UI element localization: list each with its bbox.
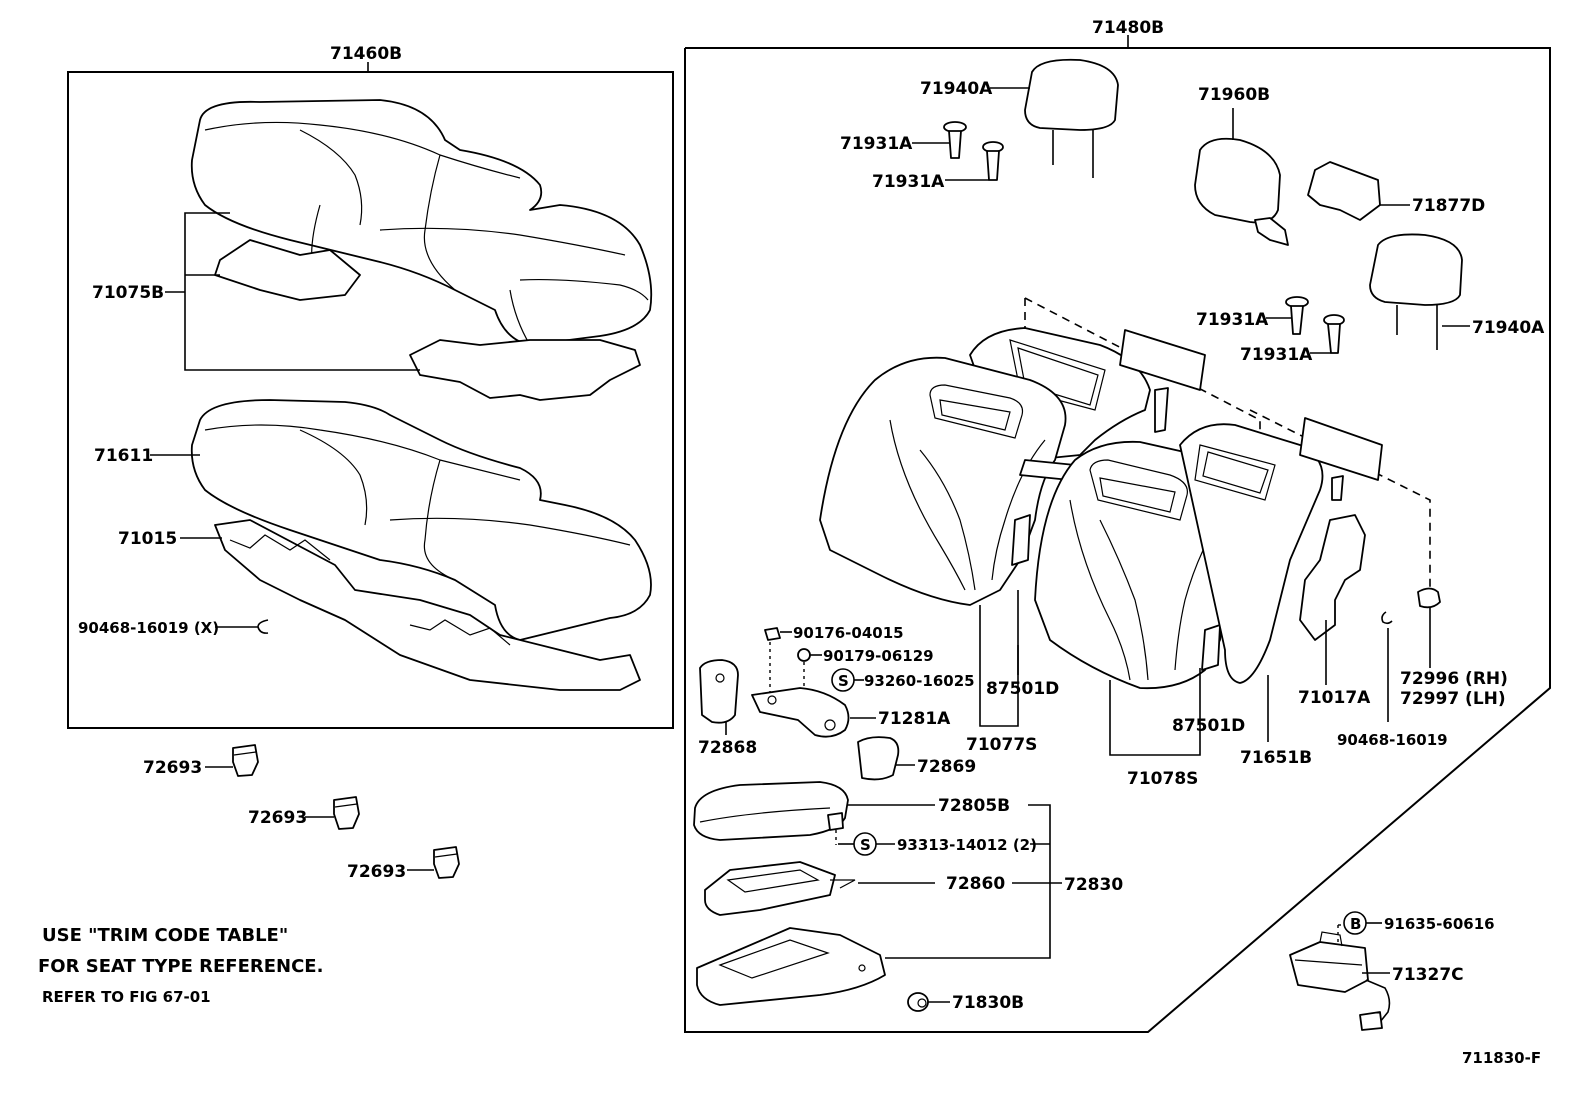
label-91635-60616: 91635-60616 [1384, 915, 1495, 933]
label-71940A-right: 71940A [1472, 318, 1545, 338]
note-line-2: FOR SEAT TYPE REFERENCE. [38, 956, 323, 977]
label-87501D-2: 87501D [1172, 716, 1245, 736]
armrest-base-72830 [696, 927, 886, 1006]
cushion-assembly-frame [67, 71, 674, 729]
label-90468-16019x: 90468-16019 (X) [78, 619, 219, 637]
label-71015: 71015 [118, 529, 177, 549]
label-72996: 72996 (RH) [1400, 669, 1508, 689]
label-72693-1: 72693 [143, 758, 202, 778]
seat-cushion-cover-drawing [190, 99, 653, 401]
label-72830: 72830 [1064, 875, 1123, 895]
circle-s-93313-text: S [860, 836, 871, 854]
cover-72868 [699, 659, 739, 724]
label-71611: 71611 [94, 446, 153, 466]
module-71327C [1289, 931, 1391, 1031]
label-71077S: 71077S [966, 735, 1037, 755]
label-93313-14012: 93313-14012 (2) [897, 836, 1037, 854]
label-72805B: 72805B [938, 796, 1010, 816]
note-line-3: REFER TO FIG 67-01 [42, 988, 211, 1006]
clip-72693-2 [333, 796, 360, 830]
guide-71931A-1 [943, 121, 967, 159]
guide-71931A-3 [1285, 296, 1309, 335]
label-71075B: 71075B [92, 283, 164, 303]
label-71327C: 71327C [1392, 965, 1464, 985]
label-71931A-3: 71931A [1196, 310, 1269, 330]
label-71931A-4: 71931A [1240, 345, 1313, 365]
label-71281A: 71281A [878, 709, 951, 729]
bracket-72830 [885, 804, 1051, 959]
seatback-drawing [819, 297, 1441, 690]
label-71940A-top: 71940A [920, 79, 993, 99]
cover-72869 [857, 736, 900, 781]
label-72860: 72860 [946, 874, 1005, 894]
circle-s-93260-text: S [838, 672, 849, 690]
seat-cushion-pad-drawing [190, 399, 652, 691]
clip-90468-16019x [257, 619, 269, 634]
note-line-1: USE "TRIM CODE TABLE" [42, 925, 288, 946]
leader-71077S [979, 590, 1019, 727]
label-72869: 72869 [917, 757, 976, 777]
clip-72693-3 [433, 846, 460, 879]
armrest-box-72860 [704, 861, 856, 916]
label-72997: 72997 (LH) [1400, 689, 1506, 709]
label-71017A: 71017A [1298, 688, 1371, 708]
armrest-lid-72805B [693, 781, 849, 841]
label-71931A-1: 71931A [840, 134, 913, 154]
label-90179-06129: 90179-06129 [823, 647, 934, 665]
clip-90468-16019 [1381, 611, 1393, 625]
seatback-assembly-frame [684, 47, 1551, 1033]
label-71651B: 71651B [1240, 748, 1312, 768]
bolt-90176-04015 [764, 627, 781, 641]
label-71877D: 71877D [1412, 196, 1485, 216]
label-72693-3: 72693 [347, 862, 406, 882]
label-90468-16019: 90468-16019 [1337, 731, 1448, 749]
label-72868: 72868 [698, 738, 757, 758]
label-71830B: 71830B [952, 993, 1024, 1013]
trim-71877D [1307, 161, 1381, 221]
clip-72693-1 [232, 744, 259, 777]
circle-b-91635-text: B [1350, 915, 1361, 933]
label-71931A-2: 71931A [872, 172, 945, 192]
hinge-71281A [751, 687, 850, 738]
label-93260-16025: 93260-16025 [864, 672, 975, 690]
leader-71078S [1109, 668, 1201, 756]
label-90176-04015: 90176-04015 [793, 624, 904, 642]
guide-71931A-4 [1323, 314, 1345, 354]
button-71830B [907, 992, 929, 1012]
label-87501D-1: 87501D [986, 679, 1059, 699]
label-72693-2: 72693 [248, 808, 307, 828]
headrest-71940A-right [1369, 233, 1463, 350]
guide-71931A-2 [982, 141, 1004, 181]
headrest-71940A-top [1024, 58, 1119, 178]
headrest-71960B [1194, 108, 1289, 246]
label-71078S: 71078S [1127, 769, 1198, 789]
nut-90179-06129 [797, 648, 811, 662]
label-71480B: 71480B [1092, 18, 1164, 38]
label-71460B: 71460B [330, 44, 402, 64]
label-71960B: 71960B [1198, 85, 1270, 105]
figure-code: 711830-F [1462, 1049, 1541, 1067]
